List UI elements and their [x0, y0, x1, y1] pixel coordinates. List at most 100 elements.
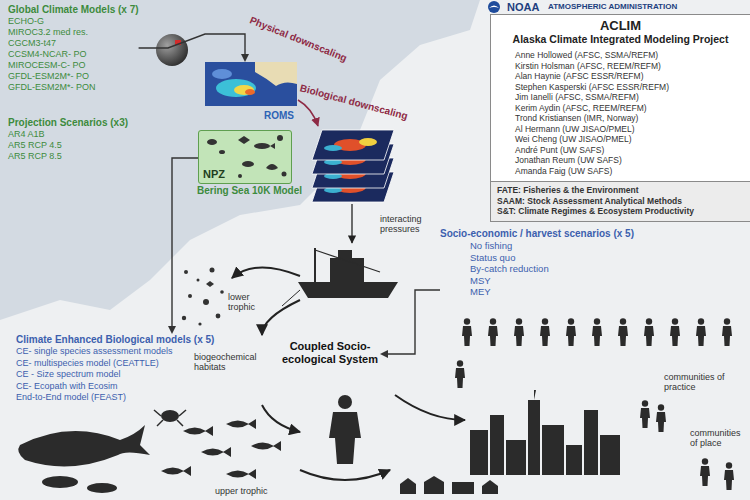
crab	[161, 410, 179, 422]
node-text: CE- multispecies model (CEATTLE)	[16, 358, 214, 370]
seals	[42, 476, 117, 493]
node-text: Wei Cheng (UW JISAO/PMEL)	[491, 134, 750, 145]
scenario-list: Socio-economic / harvest scenarios (x 5)…	[440, 228, 634, 298]
globe	[156, 34, 188, 66]
node-text: S&T: Climate Regimes & Ecosystem Product…	[497, 206, 744, 217]
node-text: Kirstin Holsman (AFSC, REEM/REFM)	[491, 61, 750, 72]
npz-panel	[266, 164, 278, 170]
whale	[18, 425, 150, 466]
people	[618, 318, 628, 346]
node-text: Al Hermann (UW JISAO/PMEL)	[491, 124, 750, 135]
roms-map	[255, 62, 297, 86]
plankton	[220, 290, 224, 294]
npz-box: NPZBering Sea 10K Model	[198, 130, 292, 184]
model-list: Global Climate Models (x 7)ECHO-GMIROC3.…	[8, 4, 139, 93]
fisher-figure	[329, 412, 361, 464]
noaa-logo	[488, 1, 500, 13]
fish	[183, 426, 213, 436]
npz-panel	[238, 174, 242, 178]
note-label: communities of practice	[664, 372, 736, 392]
node-text: CGCM3-t47	[8, 38, 139, 49]
node-text: GFDL-ESM2M*- PO	[8, 71, 139, 82]
fishing-ship	[282, 248, 398, 306]
npz-panel	[270, 143, 275, 149]
node-text: André Punt (UW SAFS)	[491, 145, 750, 156]
fish	[226, 469, 256, 479]
plankton	[197, 279, 200, 282]
plankton	[184, 270, 188, 274]
roms-map	[234, 85, 254, 95]
cycle-arrows	[262, 405, 300, 432]
node-text: AR5 RCP 8.5	[8, 151, 128, 162]
roms-map	[216, 79, 256, 97]
plankton	[198, 322, 201, 325]
node-text: Status quo	[440, 252, 634, 264]
people	[462, 318, 472, 346]
people	[696, 318, 706, 346]
map-stack	[324, 145, 342, 151]
node-text: Kerim Aydin (AFSC, REEM/REFM)	[491, 103, 750, 114]
seals	[87, 483, 117, 493]
npz-panel	[277, 135, 283, 141]
cycle-arrows	[232, 267, 300, 278]
buildings	[400, 478, 416, 494]
note-label: upper trophic	[215, 486, 268, 496]
people	[656, 404, 666, 432]
node-text: CE- Ecopath with Ecosim	[16, 381, 214, 393]
people	[540, 318, 550, 346]
node-text: CE - Size spectrum model	[16, 369, 214, 381]
plankton	[216, 314, 221, 319]
city-skyline	[470, 390, 620, 475]
model-list: Climate Enhanced Biological models (x 5)…	[16, 334, 214, 404]
roms-map	[245, 89, 255, 95]
arrow-head	[380, 350, 388, 358]
buildings	[452, 482, 474, 494]
node-text: MEY	[440, 286, 634, 298]
node-text: MIROCESM-C- PO	[8, 60, 139, 71]
node-text: Coupled Socio-ecological System	[280, 340, 380, 366]
node-text: Anne Hollowed (AFSC, SSMA/REFM)	[491, 50, 750, 61]
node-text: MSY	[440, 275, 634, 287]
node-text: FATE: Fisheries & the Environment	[497, 185, 744, 196]
node-text: Projection Scenarios (x3)	[8, 117, 128, 129]
plankton	[188, 294, 192, 298]
node-text: Alan Haynie (AFSC ESSR/REFM)	[491, 71, 750, 82]
connector-line	[172, 158, 198, 327]
arrow-head	[168, 326, 176, 334]
city-skyline	[542, 425, 564, 475]
node-text: SAAM: Stock Assessment Analytical Method…	[497, 196, 744, 207]
crab	[154, 410, 161, 416]
node-text: GFDL-ESM2M*- PON	[8, 82, 139, 93]
globe	[156, 34, 188, 66]
whale	[18, 425, 150, 466]
people	[566, 318, 576, 346]
roms-map: ROMS	[205, 62, 297, 122]
fishing-ship	[338, 250, 352, 258]
process-label: Biological downscaling	[298, 82, 408, 122]
scenario-list: Projection Scenarios (x3)AR4 A1BAR5 RCP …	[8, 117, 128, 162]
noaa-logo	[489, 6, 499, 9]
downscaling-arrows	[351, 204, 352, 243]
npz-panel	[198, 130, 292, 184]
buildings	[424, 476, 444, 494]
map-stack	[312, 130, 394, 202]
people	[644, 318, 654, 346]
fisher-figure	[329, 395, 361, 464]
city-skyline	[490, 415, 504, 475]
node-text: Jim Ianelli (AFSC, SSMA/REFM)	[491, 92, 750, 103]
people	[700, 458, 710, 486]
fishing-ship	[330, 258, 364, 282]
crab	[154, 410, 186, 426]
crab	[179, 410, 186, 416]
city-skyline	[506, 440, 526, 475]
team-footer: FATE: Fisheries & the EnvironmentSAAM: S…	[491, 181, 750, 221]
node-text: NPZ	[203, 168, 225, 180]
people	[670, 318, 680, 346]
fish	[161, 419, 281, 479]
note-label: lower trophic	[228, 292, 270, 312]
node-text: Bering Sea 10K Model	[197, 185, 302, 196]
people	[455, 318, 734, 490]
